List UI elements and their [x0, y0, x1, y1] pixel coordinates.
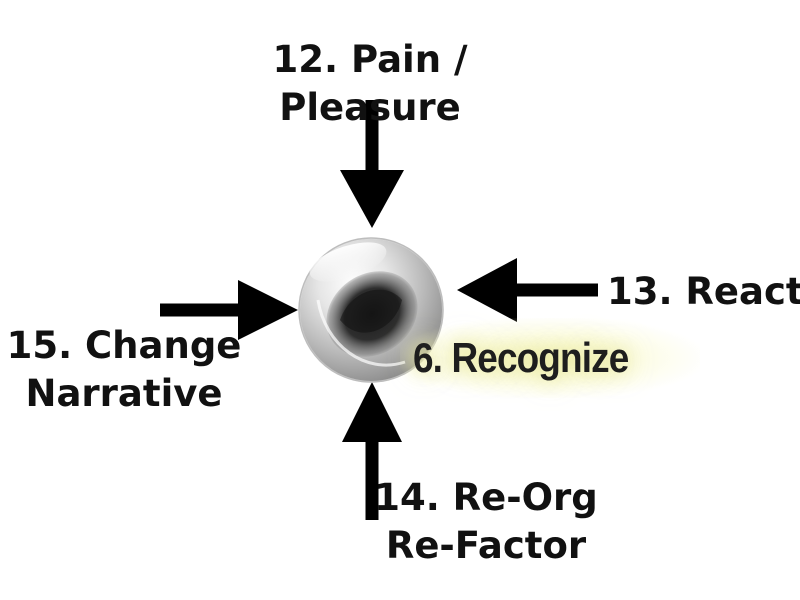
- arrow-left: [160, 280, 298, 340]
- input-label-left: 15. Change Narrative: [4, 322, 244, 418]
- arrow-top: [340, 100, 404, 228]
- center-label-glow: [400, 318, 700, 398]
- input-label-left-line2: Narrative: [25, 372, 223, 415]
- center-node-label: 6. Recognize: [413, 334, 629, 381]
- arrow-right: [457, 258, 598, 322]
- input-label-bottom-line1: 14. Re-Org: [374, 476, 598, 519]
- input-label-top-line2: Pleasure: [279, 86, 461, 129]
- arrow-bottom: [342, 382, 402, 520]
- input-label-left-line1: 15. Change: [6, 324, 242, 367]
- input-label-right-line1: 13. React: [607, 270, 800, 313]
- input-label-top-line1: 12. Pain /: [272, 38, 468, 81]
- input-label-top: 12. Pain / Pleasure: [260, 36, 480, 132]
- input-label-bottom: 14. Re-Org Re-Factor: [370, 474, 602, 570]
- input-label-right: 13. React: [607, 268, 800, 316]
- input-label-bottom-line2: Re-Factor: [385, 524, 587, 567]
